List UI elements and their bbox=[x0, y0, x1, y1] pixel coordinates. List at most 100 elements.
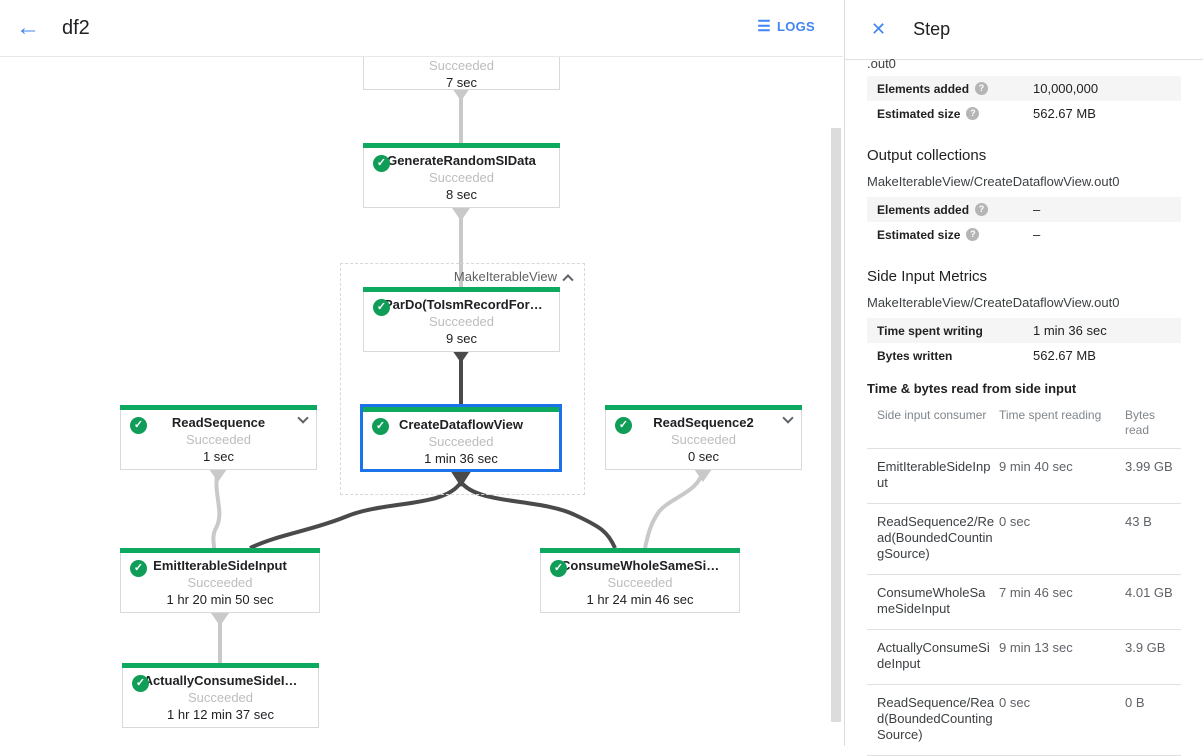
graph-node-generaterandomsidata[interactable]: ✓ GenerateRandomSIData Succeeded 8 sec bbox=[363, 143, 560, 208]
node-time: 1 min 36 sec bbox=[424, 451, 498, 466]
close-icon[interactable]: ✕ bbox=[871, 19, 887, 39]
metric-label: Bytes written bbox=[877, 348, 953, 363]
node-status-bar bbox=[605, 405, 802, 410]
table-header-row: Side input consumer Time spent reading B… bbox=[867, 400, 1181, 448]
node-status: Succeeded bbox=[187, 690, 254, 705]
logs-list-icon: ☰ bbox=[757, 18, 771, 35]
help-icon[interactable]: ? bbox=[975, 203, 989, 216]
node-time: 9 sec bbox=[445, 331, 478, 346]
bytes-cell: 3.9 GB bbox=[1125, 640, 1166, 655]
node-time: 8 sec bbox=[445, 187, 478, 202]
column-header: Time spent reading bbox=[999, 408, 1102, 422]
node-title: CreateDataflowView bbox=[398, 417, 524, 432]
metric-row: Bytes written 562.67 MB bbox=[867, 343, 1181, 368]
table-row: ActuallyConsumeSideInput 9 min 13 sec 3.… bbox=[867, 629, 1181, 684]
node-time: 1 hr 24 min 46 sec bbox=[586, 592, 694, 607]
table-row: ConsumeWholeSameSideInput 7 min 46 sec 4… bbox=[867, 574, 1181, 629]
metric-value: 562.67 MB bbox=[1033, 348, 1096, 363]
metric-value: 562.67 MB bbox=[1033, 106, 1096, 121]
success-check-icon: ✓ bbox=[130, 417, 147, 434]
graph-node-emititerablesideinput[interactable]: ✓ EmitIterableSideInput Succeeded 1 hr 2… bbox=[120, 548, 320, 613]
group-label[interactable]: MakeIterableView bbox=[453, 269, 574, 285]
group-label-text: MakeIterableView bbox=[453, 269, 557, 284]
time-cell: 9 min 13 sec bbox=[999, 640, 1073, 655]
bytes-cell: 43 B bbox=[1125, 514, 1152, 529]
panel-title: Step bbox=[913, 19, 951, 39]
time-cell: 7 min 46 sec bbox=[999, 585, 1073, 600]
help-icon[interactable]: ? bbox=[975, 82, 989, 95]
pipeline-graph-canvas[interactable]: MakeIterableView Succeeded 7 sec ✓ Gener… bbox=[0, 0, 843, 746]
metric-row: Time spent writing 1 min 36 sec bbox=[867, 318, 1181, 343]
table-row: ReadSequence/Read(BoundedCountingSource)… bbox=[867, 684, 1181, 755]
graph-node-readsequence2[interactable]: ✓ ReadSequence2 Succeeded 0 sec bbox=[605, 405, 802, 470]
metric-value: 1 min 36 sec bbox=[1033, 323, 1107, 338]
success-check-icon: ✓ bbox=[373, 299, 390, 316]
metric-label: Estimated size bbox=[877, 227, 961, 242]
success-check-icon: ✓ bbox=[132, 675, 149, 692]
success-check-icon: ✓ bbox=[372, 418, 389, 435]
help-icon[interactable]: ? bbox=[966, 228, 980, 241]
node-status: Succeeded bbox=[185, 432, 252, 447]
bytes-cell: 4.01 GB bbox=[1125, 585, 1173, 600]
side-input-table: Side input consumer Time spent reading B… bbox=[867, 400, 1181, 756]
metric-value: – bbox=[1033, 202, 1041, 217]
node-time: 1 hr 20 min 50 sec bbox=[166, 592, 274, 607]
node-status-bar bbox=[363, 287, 560, 292]
node-status-bar bbox=[540, 548, 740, 553]
top-app-bar: ← df2 ☰ LOGS bbox=[0, 0, 843, 57]
node-title: ReadSequence bbox=[171, 415, 266, 430]
chevron-up-icon[interactable] bbox=[562, 273, 574, 285]
node-status-bar bbox=[363, 143, 560, 148]
collection-name: MakeIterableView/CreateDataflowView.out0 bbox=[867, 174, 1120, 189]
node-time: 1 sec bbox=[202, 449, 235, 464]
node-title: GenerateRandomSIData bbox=[387, 153, 536, 168]
vertical-scrollbar-thumb[interactable] bbox=[831, 128, 841, 722]
node-status-bar bbox=[120, 548, 320, 553]
metric-value: 10,000,000 bbox=[1033, 81, 1099, 96]
logs-button[interactable]: ☰ LOGS bbox=[757, 19, 815, 34]
graph-node-actuallyconsumesideinput[interactable]: ✓ ActuallyConsumeSideI… Succeeded 1 hr 1… bbox=[122, 663, 319, 728]
node-title: ActuallyConsumeSideI… bbox=[143, 673, 298, 688]
graph-node-createdataflowview-selected[interactable]: ✓ CreateDataflowView Succeeded 1 min 36 … bbox=[360, 404, 562, 472]
back-arrow-icon[interactable]: ← bbox=[16, 14, 40, 41]
bytes-cell: 3.99 GB bbox=[1125, 459, 1173, 474]
bytes-cell: 0 B bbox=[1125, 695, 1145, 710]
node-status: Succeeded bbox=[607, 575, 673, 590]
success-check-icon: ✓ bbox=[373, 155, 390, 172]
metric-row: Estimated size ? – bbox=[867, 222, 1181, 247]
metric-row: Estimated size ? 562.67 MB bbox=[867, 101, 1181, 126]
node-time: 1 hr 12 min 37 sec bbox=[167, 707, 274, 722]
collection-name: MakeIterableView/CreateDataflowView.out0 bbox=[867, 295, 1120, 310]
node-status: Succeeded bbox=[428, 314, 495, 329]
panel-header: ✕ Step bbox=[845, 0, 1203, 60]
node-status: Succeeded bbox=[187, 575, 253, 590]
node-title: EmitIterableSideInput bbox=[153, 558, 287, 573]
help-icon[interactable]: ? bbox=[966, 107, 980, 120]
column-header: Bytes read bbox=[1125, 408, 1156, 437]
time-cell: 0 sec bbox=[999, 695, 1031, 710]
node-status: Succeeded bbox=[670, 432, 737, 447]
consumer-cell: EmitIterableSideInput bbox=[877, 459, 991, 490]
node-status: Succeeded bbox=[428, 58, 495, 73]
consumer-cell: ReadSequence/Read(BoundedCountingSource) bbox=[877, 695, 995, 742]
metric-value: – bbox=[1033, 227, 1041, 242]
node-time: 0 sec bbox=[687, 449, 720, 464]
metric-label: Elements added bbox=[877, 81, 970, 96]
table-row: EmitIterableSideInput 9 min 40 sec 3.99 … bbox=[867, 448, 1181, 503]
node-time: 7 sec bbox=[445, 75, 478, 90]
output-collections-heading: Output collections bbox=[867, 147, 987, 164]
time-cell: 9 min 40 sec bbox=[999, 459, 1073, 474]
graph-node-pardo-toismrecord[interactable]: ✓ ParDo(ToIsmRecordFor… Succeeded 9 sec bbox=[363, 287, 560, 352]
graph-node-readsequence[interactable]: ✓ ReadSequence Succeeded 1 sec bbox=[120, 405, 317, 470]
node-title: ConsumeWholeSameSi… bbox=[561, 558, 720, 573]
side-input-table-heading: Time & bytes read from side input bbox=[867, 381, 1077, 396]
node-status-bar bbox=[122, 663, 319, 668]
node-status-bar bbox=[120, 405, 317, 410]
consumer-cell: ConsumeWholeSameSideInput bbox=[877, 585, 986, 616]
node-status: Succeeded bbox=[428, 170, 495, 185]
graph-node-consumewholesamesideinput[interactable]: ✓ ConsumeWholeSameSi… Succeeded 1 hr 24 … bbox=[540, 548, 740, 613]
metric-label: Estimated size bbox=[877, 106, 961, 121]
job-title: df2 bbox=[62, 16, 90, 39]
table-row: ReadSequence2/Read(BoundedCountingSource… bbox=[867, 503, 1181, 574]
node-status-bar bbox=[363, 407, 559, 412]
